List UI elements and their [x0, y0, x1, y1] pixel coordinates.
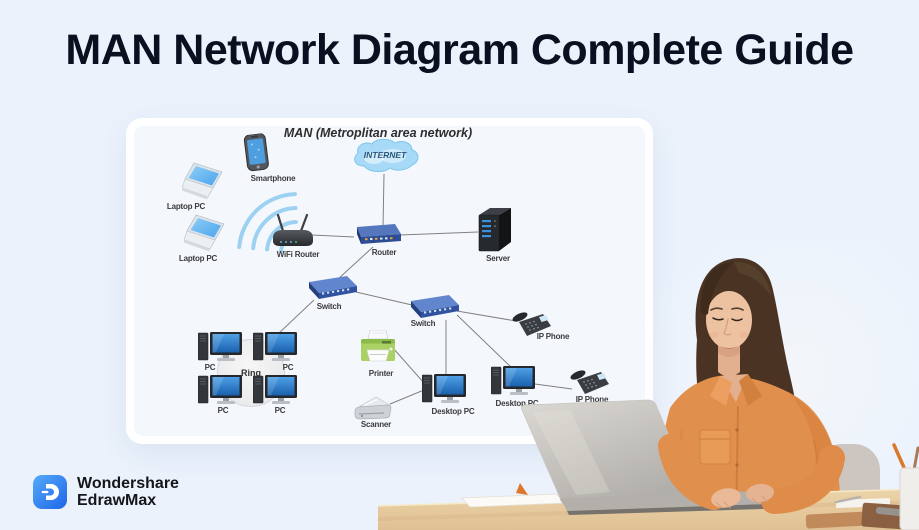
node-router: Router [351, 224, 403, 257]
pen-cup [899, 467, 919, 530]
node-label: Smartphone [250, 174, 296, 183]
node-desktop-pc-1: Desktop PC [422, 374, 475, 416]
desk-items [805, 443, 919, 530]
pc-icon [198, 375, 244, 406]
node-laptop-pc-1: Laptop PC [167, 162, 226, 211]
glasses [875, 506, 902, 517]
face [706, 291, 752, 349]
node-server: Server [477, 208, 513, 263]
photo-woman-at-laptop [377, 240, 919, 530]
node-label: Switch [410, 319, 436, 328]
node-label: Switch [316, 302, 342, 311]
notebook-1 [805, 511, 871, 529]
internet-label: INTERNET [363, 150, 407, 160]
node-label: Laptop PC [178, 254, 218, 263]
node-laptop-pc-2: Laptop PC [179, 214, 228, 263]
node-ip-phone-1: IP Phone [511, 310, 569, 341]
node-label: PC [204, 363, 216, 372]
brand-line1: Wondershare [77, 475, 179, 492]
pencil [912, 446, 919, 472]
node-pc-top-left: PC [198, 332, 244, 372]
laptop-icon [182, 162, 226, 200]
ring-label: Ring [241, 368, 261, 378]
node-switch-1: Switch [307, 276, 359, 311]
hair-front [700, 262, 734, 315]
node-wifi-router: WiFi Router [271, 214, 320, 259]
node-internet-cloud: INTERNET [350, 138, 420, 176]
node-label: Desktop PC [495, 399, 539, 408]
node-scanner: Scanner [354, 395, 392, 429]
diagram-card: MAN (Metroplitan area network) [126, 118, 653, 444]
diagram-title: MAN (Metroplitan area network) [283, 126, 473, 140]
node-smartphone: Smartphone [242, 133, 296, 183]
pc-icon [253, 375, 299, 406]
node-label: Laptop PC [166, 202, 206, 211]
orange-clip [516, 483, 528, 495]
brand: Wondershare EdrawMax [33, 475, 179, 510]
hands [658, 434, 845, 514]
node-label: PC [217, 406, 229, 415]
edrawmax-logo-icon [33, 475, 67, 510]
switch-icon [307, 276, 359, 302]
smartphone-icon [242, 133, 272, 174]
node-switch-2: Switch [409, 295, 461, 328]
brand-text: Wondershare EdrawMax [77, 475, 179, 510]
wifi-router-icon [271, 214, 315, 248]
pen [834, 495, 862, 504]
node-pc-bottom-left: PC [198, 375, 244, 415]
node-ip-phone-2: IP Phone [569, 368, 609, 404]
laptop-icon [184, 214, 228, 252]
node-label: Scanner [360, 420, 392, 429]
node-label: PC [274, 406, 286, 415]
node-label: IP Phone [575, 395, 609, 404]
pc-icon [198, 332, 244, 363]
node-label: PC [282, 363, 294, 372]
node-label: Desktop PC [431, 407, 475, 416]
node-label: WiFi Router [276, 250, 320, 259]
connection-lines [277, 173, 573, 405]
node-label: Router [371, 248, 397, 257]
pc-icon [253, 332, 299, 363]
node-label: IP Phone [536, 332, 570, 341]
lips [720, 346, 738, 349]
node-printer: Printer [361, 330, 395, 378]
page-title: MAN Network Diagram Complete Guide [65, 26, 854, 74]
node-desktop-pc-2: Desktop PC [491, 366, 539, 408]
node-label: Server [486, 254, 510, 263]
node-label: Printer [368, 369, 394, 378]
node-pc-top-right: PC [253, 332, 299, 372]
brand-line2: EdrawMax [77, 492, 157, 510]
node-pc-bottom-right: PC [253, 375, 299, 415]
